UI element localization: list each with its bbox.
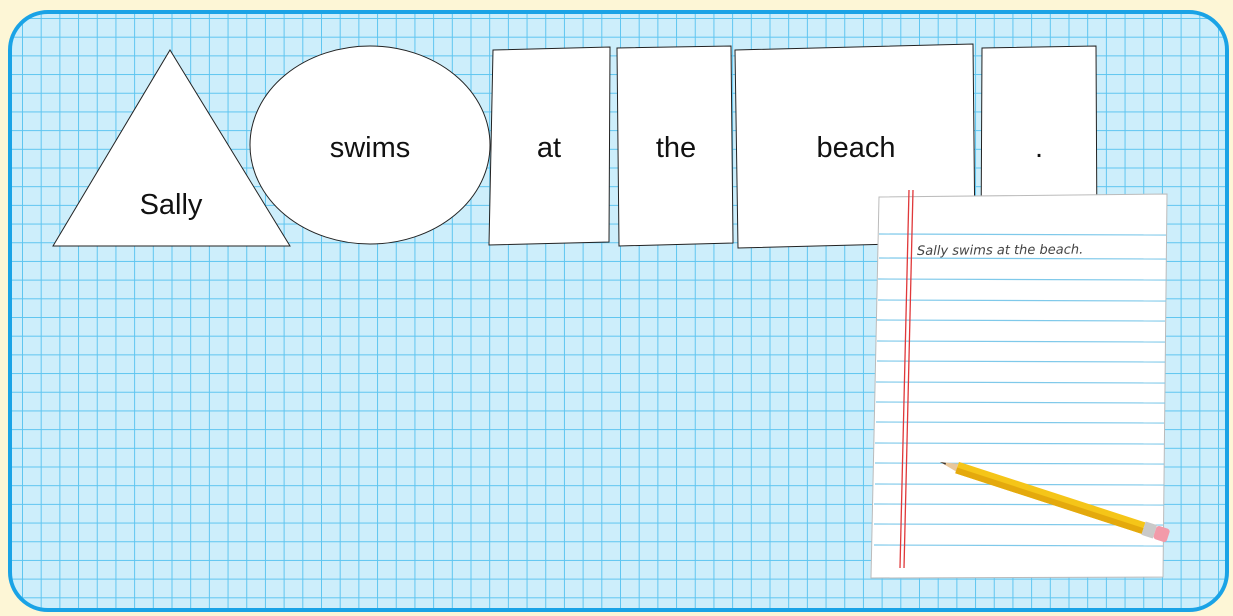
word-card-oval[interactable]: swims	[250, 46, 490, 244]
word-card-rect[interactable]: the	[617, 46, 733, 246]
word-card-label: .	[1035, 132, 1043, 164]
notebook-sentence: Sally swims at the beach.	[917, 243, 1083, 259]
word-card-label: beach	[816, 132, 895, 164]
word-card-label: Sally	[140, 189, 203, 221]
word-card-label: swims	[330, 132, 411, 164]
word-card-rect[interactable]: at	[489, 47, 610, 245]
word-card-label: at	[537, 132, 561, 164]
word-card-label: the	[656, 132, 696, 164]
